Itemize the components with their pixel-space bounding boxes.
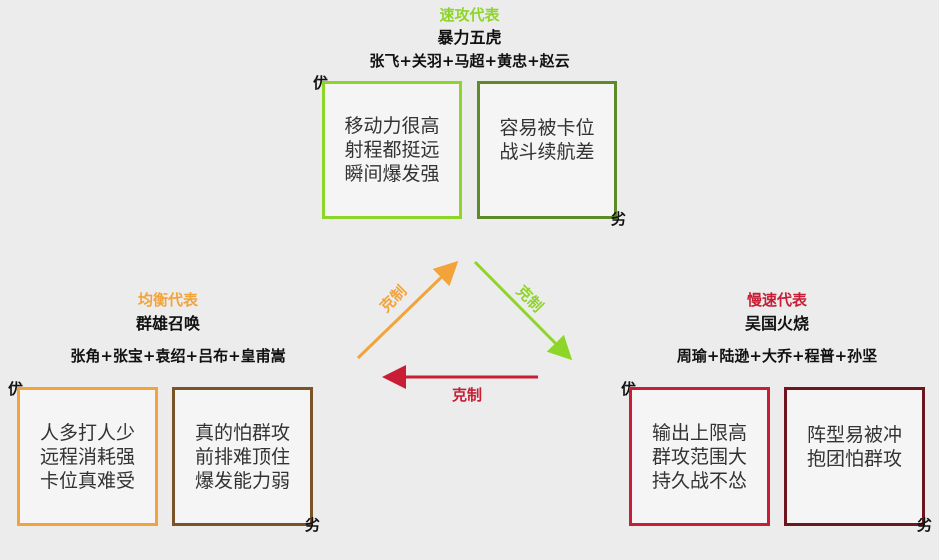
top-title: 暴力五虎 (437, 28, 502, 47)
top-cons-box: 容易被卡位 战斗续航差 (477, 81, 617, 219)
left-pros-box: 人多打人少 远程消耗强 卡位真难受 (17, 387, 158, 526)
left-title: 群雄召唤 (135, 314, 200, 333)
left-cons-line: 前排难顶住 (194, 445, 290, 468)
left-tag: 均衡代表 (137, 291, 198, 309)
left-pros-line: 卡位真难受 (39, 469, 135, 492)
top-cons-marker: 劣 (611, 210, 627, 228)
right-cons-marker: 劣 (917, 516, 933, 534)
top-members: 张飞+关羽+马超+黄忠+赵云 (369, 52, 570, 70)
arrow-top-to-right (473, 260, 573, 361)
counter-label-right-left: 克制 (452, 386, 483, 404)
arrow-left-to-top (356, 260, 459, 360)
right-pros-box: 输出上限高 群攻范围大 持久战不怂 (629, 387, 770, 526)
left-pros-line: 远程消耗强 (39, 445, 135, 468)
top-pros-line: 瞬间爆发强 (344, 163, 440, 185)
right-members: 周瑜+陆逊+大乔+程普+孙坚 (676, 347, 878, 365)
left-cons-box: 真的怕群攻 前排难顶住 爆发能力弱 (172, 387, 313, 526)
right-pros-line: 持久战不怂 (651, 469, 747, 492)
top-pros-line: 射程都挺远 (344, 139, 440, 161)
left-pros-line: 人多打人少 (39, 421, 135, 444)
top-tag: 速攻代表 (439, 6, 500, 24)
right-cons-box: 阵型易被冲 抱团怕群攻 (784, 387, 925, 526)
right-cons-line: 阵型易被冲 (806, 423, 902, 446)
left-cons-marker: 劣 (305, 516, 321, 534)
right-title: 吴国火烧 (744, 314, 809, 333)
top-pros-line: 移动力很高 (344, 115, 440, 137)
left-cons-line: 真的怕群攻 (194, 421, 290, 444)
top-pros-box: 移动力很高 射程都挺远 瞬间爆发强 (322, 81, 462, 219)
top-cons-line: 战斗续航差 (499, 141, 595, 163)
top-cons-line: 容易被卡位 (499, 117, 595, 139)
right-tag: 慢速代表 (746, 291, 807, 309)
right-pros-line: 输出上限高 (651, 421, 747, 444)
left-cons-line: 爆发能力弱 (194, 469, 290, 492)
right-cons-line: 抱团怕群攻 (806, 447, 902, 470)
right-pros-line: 群攻范围大 (651, 445, 747, 468)
left-members: 张角+张宝+袁绍+吕布+皇甫嵩 (70, 347, 286, 365)
